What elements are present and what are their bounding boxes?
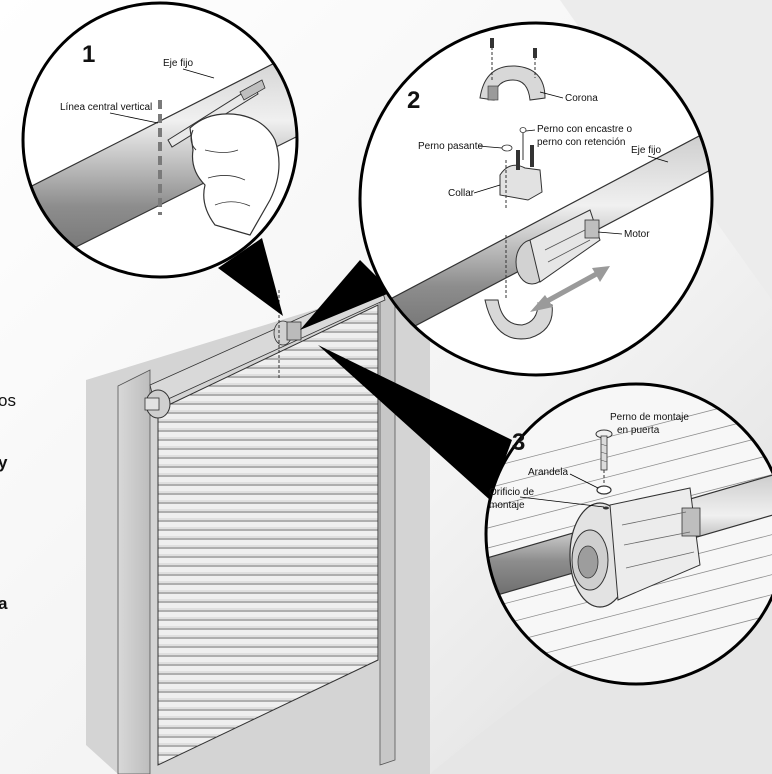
label-eje-fijo-2: Eje fijo bbox=[631, 145, 661, 156]
label-orificio: Orificio de bbox=[489, 487, 534, 498]
collar bbox=[499, 127, 543, 210]
crown bbox=[479, 38, 546, 101]
label-corona: Corona bbox=[565, 93, 598, 104]
leader-perno-encastre bbox=[525, 129, 536, 132]
label-perno-montaje-2: en puerta bbox=[617, 425, 660, 436]
label-perno-pasante: Perno pasante bbox=[418, 141, 483, 152]
motor bbox=[515, 209, 601, 285]
leader-eje-fijo-2 bbox=[647, 155, 669, 163]
step-3-detail: 3 Perno de montaje en puerta Arandela Or… bbox=[484, 382, 772, 686]
step-1-detail: 1 Eje fijo Línea central vertical bbox=[21, 1, 299, 279]
hand bbox=[189, 113, 280, 236]
label-orificio-2: montaje bbox=[489, 500, 525, 511]
leader-linea-central bbox=[109, 112, 159, 124]
leader-perno-pasante bbox=[477, 145, 503, 149]
leader-collar bbox=[473, 184, 501, 194]
leader-orificio bbox=[519, 496, 605, 508]
step-2-number: 2 bbox=[407, 87, 420, 114]
label-linea-central: Línea central vertical bbox=[60, 102, 152, 113]
clipped-text-2: y bbox=[0, 453, 8, 472]
clipped-text-3: a bbox=[0, 594, 8, 613]
mount-bolt bbox=[595, 429, 613, 485]
label-collar: Collar bbox=[448, 188, 475, 199]
leader-arandela bbox=[569, 473, 599, 489]
step-3-number: 3 bbox=[512, 429, 525, 456]
slide-arrow bbox=[530, 266, 610, 312]
clipped-text-1: os bbox=[0, 391, 16, 410]
washer bbox=[596, 485, 612, 495]
label-eje-fijo-1: Eje fijo bbox=[163, 58, 193, 69]
motor-assembly bbox=[569, 487, 701, 608]
leader-eje-fijo-1 bbox=[182, 68, 215, 79]
step-2-detail: 2 Corona Perno pasante Perno con encastr… bbox=[358, 21, 714, 377]
callout-3-pointer bbox=[318, 345, 512, 500]
label-perno-encastre: Perno con encastre o bbox=[537, 124, 632, 135]
label-perno-retencion: perno con retención bbox=[537, 137, 625, 148]
label-perno-montaje: Perno de montaje bbox=[610, 412, 689, 423]
callout-1-pointer bbox=[218, 238, 283, 316]
callout-2-pointer bbox=[300, 260, 392, 330]
leader-motor bbox=[597, 231, 623, 235]
label-motor: Motor bbox=[624, 229, 650, 240]
step-1-number: 1 bbox=[82, 41, 95, 68]
label-arandela: Arandela bbox=[528, 467, 568, 478]
leader-corona bbox=[539, 91, 564, 99]
mount-hole bbox=[603, 506, 609, 510]
